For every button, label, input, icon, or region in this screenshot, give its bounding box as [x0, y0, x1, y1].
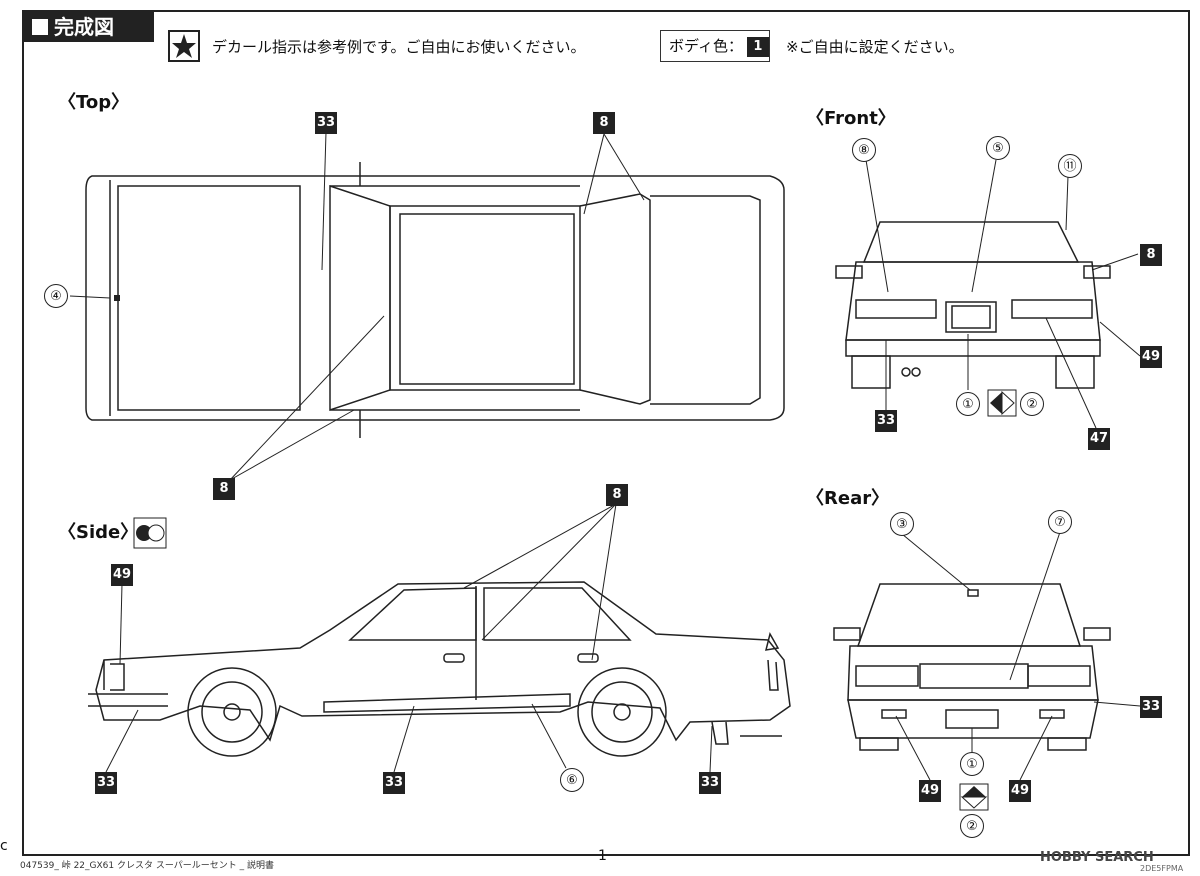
front-view-label: 〈Front〉 — [806, 108, 896, 129]
badge-33: 33 — [95, 772, 117, 794]
callout-6: ⑥ — [560, 768, 584, 792]
callout-5: ⑤ — [986, 136, 1010, 160]
badge-8: 8 — [1140, 244, 1162, 266]
free-setting-note: ※ご自由に設定ください。 — [786, 38, 964, 56]
top-view-leaders — [69, 131, 645, 481]
badge-49: 49 — [111, 564, 133, 586]
two-tone-icons — [133, 389, 1017, 811]
callout-4: ④ — [44, 284, 68, 308]
badge-33: 33 — [1140, 696, 1162, 718]
page-frame — [22, 10, 1190, 856]
badge-33: 33 — [383, 772, 405, 794]
front-view-leaders — [865, 159, 1141, 429]
callout-2: ② — [1020, 392, 1044, 416]
side-view-drawing — [88, 581, 791, 757]
badge-33: 33 — [699, 772, 721, 794]
callout-1: ① — [956, 392, 980, 416]
badge-33: 33 — [875, 410, 897, 432]
side-view-leaders — [105, 503, 713, 773]
callout-3: ③ — [890, 512, 914, 536]
badge-8: 8 — [606, 484, 628, 506]
file-info: 047539_ 峠 22_GX61 クレスタ スーパールーセント _ 説明書 — [20, 861, 274, 871]
badge-49: 49 — [1140, 346, 1162, 368]
side-view-label: 〈Side〉 — [58, 522, 139, 543]
callout-2: ② — [960, 814, 984, 838]
print-code: 2DE5FPMA — [1140, 864, 1184, 873]
badge-49: 49 — [919, 780, 941, 802]
rear-view-leaders — [895, 531, 1141, 781]
title-text: 完成図 — [54, 15, 114, 39]
body-color-box: ボディ色：1 — [660, 30, 770, 62]
section-title: 完成図 — [24, 12, 154, 42]
badge-33: 33 — [315, 112, 337, 134]
badge-49: 49 — [1009, 780, 1031, 802]
badge-47: 47 — [1088, 428, 1110, 450]
callout-11: ⑪ — [1058, 154, 1082, 178]
callout-8: ⑧ — [852, 138, 876, 162]
watermark: HOBBY SEARCH — [1040, 850, 1154, 865]
rear-view-label: 〈Rear〉 — [806, 488, 890, 509]
front-view-drawing — [835, 221, 1111, 389]
callout-1: ① — [960, 752, 984, 776]
top-view-drawing — [85, 162, 785, 438]
badge-8: 8 — [593, 112, 615, 134]
corner-mark: c — [0, 838, 8, 854]
rear-view-drawing — [833, 583, 1111, 751]
page-number: 1 — [598, 848, 607, 864]
badge-8: 8 — [213, 478, 235, 500]
top-view-label: 〈Top〉 — [58, 92, 130, 113]
square-icon — [32, 19, 48, 35]
decal-note: デカール指示は参考例です。ご自由にお使いください。 — [212, 38, 586, 56]
star-icon — [168, 30, 200, 62]
callout-7: ⑦ — [1048, 510, 1072, 534]
body-color-number: 1 — [746, 36, 769, 57]
body-color-label: ボディ色： — [669, 37, 743, 55]
